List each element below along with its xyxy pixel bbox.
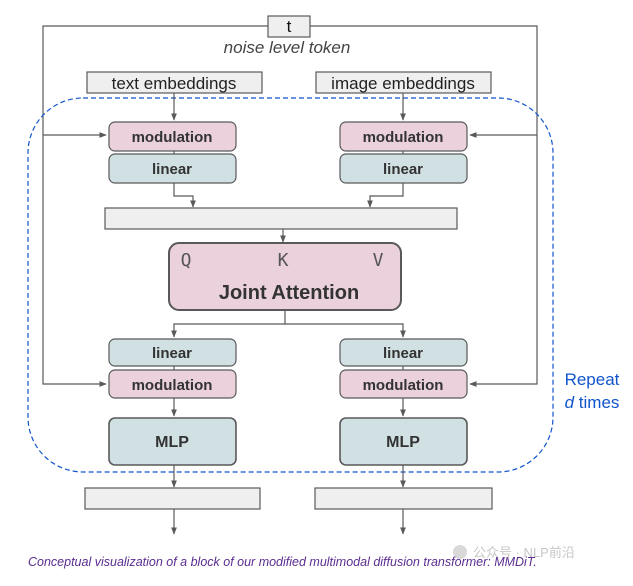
repeat-label: Repeat (565, 370, 620, 389)
image-linear-block: linear (339, 153, 468, 184)
repeat-times-label: d times (565, 393, 620, 412)
text-output-linear-label: linear (152, 345, 192, 362)
joint-attention-block: Q K V Joint Attention (168, 242, 402, 311)
text-modulation-block: modulation (108, 121, 237, 152)
image-embeddings-input: image embeddings (315, 71, 492, 94)
timestep-label: t (287, 17, 292, 36)
value-label: V (373, 250, 384, 271)
text-modulation-label: modulation (132, 129, 213, 146)
text-mlp-label: MLP (155, 434, 189, 451)
repeat-region (27, 97, 554, 473)
timestep-token: t (267, 15, 311, 38)
image-output-modulation-block: modulation (339, 369, 468, 399)
key-label: K (278, 250, 289, 271)
text-linear-block: linear (108, 153, 237, 184)
image-embeddings-label: image embeddings (331, 74, 475, 93)
image-output-sequence (314, 487, 493, 510)
joint-attention-title: Joint Attention (219, 282, 359, 304)
image-mlp-block: MLP (339, 417, 468, 466)
image-modulation-label: modulation (363, 129, 444, 146)
text-linear-label: linear (152, 161, 192, 178)
image-output-modulation-label: modulation (363, 377, 444, 394)
query-label: Q (181, 250, 192, 271)
text-mlp-block: MLP (108, 417, 237, 466)
watermark: 公众号 · NLP前沿 (453, 545, 575, 560)
wechat-icon (453, 545, 467, 559)
image-modulation-block: modulation (339, 121, 468, 152)
watermark-text: 公众号 · NLP前沿 (473, 545, 575, 560)
text-output-linear-block: linear (108, 338, 237, 367)
text-output-sequence (84, 487, 261, 510)
noise-level-label: noise level token (224, 38, 351, 57)
text-output-modulation-label: modulation (132, 377, 213, 394)
concatenated-sequence (104, 207, 458, 230)
image-linear-label: linear (383, 161, 423, 178)
image-output-linear-label: linear (383, 345, 423, 362)
image-mlp-label: MLP (386, 434, 420, 451)
text-embeddings-input: text embeddings (86, 71, 263, 94)
figure-caption: Conceptual visualization of a block of o… (28, 555, 537, 569)
image-output-linear-block: linear (339, 338, 468, 367)
text-output-modulation-block: modulation (108, 369, 237, 399)
text-embeddings-label: text embeddings (112, 74, 237, 93)
timestep-routing-lines (42, 25, 538, 387)
flow-connectors (171, 93, 406, 535)
